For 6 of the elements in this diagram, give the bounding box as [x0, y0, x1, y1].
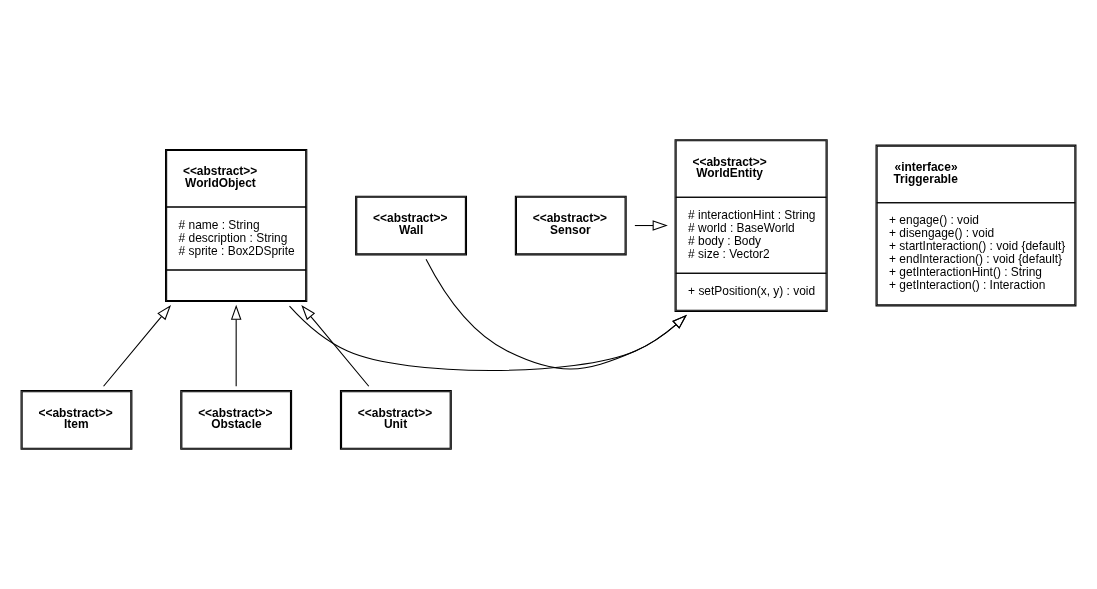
- arrow: [425, 258, 687, 370]
- arrow: [230, 304, 242, 387]
- arrow: [103, 305, 172, 387]
- arrow: [288, 305, 687, 371]
- arrow: [634, 220, 668, 231]
- arrow: [301, 305, 370, 387]
